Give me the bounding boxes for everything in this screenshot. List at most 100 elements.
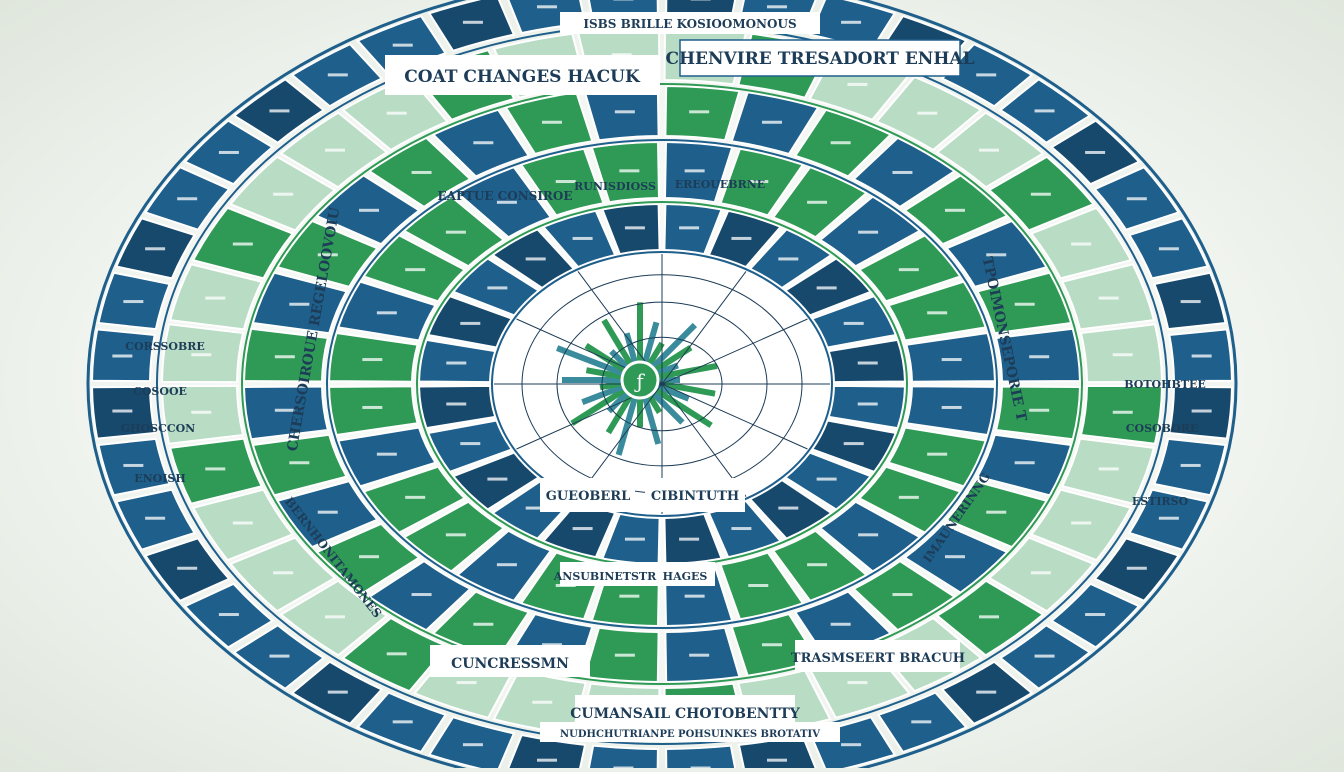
outer-tile-4-text-mark: [1085, 613, 1105, 616]
outer-tile-20: [98, 439, 169, 495]
mid-tile-2-text-mark: [986, 511, 1006, 514]
mid-tile-11-text-mark: [412, 593, 432, 596]
mid-tile-27-text-mark: [892, 171, 912, 174]
outer-tile-1: [1154, 439, 1225, 495]
top-left-arc-label: COAT CHANGES HACUK: [404, 67, 641, 87]
light-tile-35-text-mark: [1113, 353, 1133, 356]
outer-tile-0-text-mark: [1192, 410, 1212, 413]
outer-tile-22-text-mark: [112, 354, 132, 357]
inner-bottom-left-label: GUEOBERL: [546, 489, 631, 504]
light-tile-18-text-mark: [191, 353, 211, 356]
outer-tile-11: [585, 746, 658, 768]
outer-right-label-3: ESTIRSO: [1132, 495, 1189, 508]
light-tile-19-text-mark: [205, 297, 225, 300]
core-tile-3-text-mark: [778, 507, 798, 510]
light-tile-12-text-mark: [387, 652, 407, 655]
light-tile-34-text-mark: [1099, 297, 1119, 300]
inner-tile-5-text-mark: [748, 584, 768, 587]
core-tile-12-text-mark: [446, 362, 466, 365]
outer-tile-23-text-mark: [123, 300, 143, 303]
light-tile-1-text-mark: [1099, 467, 1119, 470]
outer-tile-41-text-mark: [1159, 247, 1179, 250]
outer-tile-2-text-mark: [1159, 517, 1179, 520]
light-tile-23-text-mark: [387, 112, 407, 115]
light-tile-0: [1081, 386, 1162, 444]
core-tile-21-text-mark: [817, 286, 837, 289]
outer-tile-8-text-mark: [841, 743, 861, 746]
inner-tile-15-text-mark: [377, 311, 397, 314]
outer-tile-29-text-mark: [393, 44, 413, 47]
inner-tile-26-text-mark: [927, 311, 947, 314]
core-tile-2-text-mark: [817, 478, 837, 481]
inner-tile-14-text-mark: [362, 358, 382, 361]
mid-tile-13-text-mark: [318, 511, 338, 514]
light-tile-35: [1081, 324, 1162, 382]
core-tile-11-text-mark: [446, 402, 466, 405]
light-tile-20-text-mark: [233, 243, 253, 246]
core-tile-17-text-mark: [625, 226, 645, 229]
outer-tile-9-text-mark: [767, 759, 787, 762]
mid-tile-16-text-mark: [275, 355, 295, 358]
core-tile-10-text-mark: [460, 442, 480, 445]
outer-tile-17-text-mark: [219, 613, 239, 616]
light-tile-18: [162, 324, 243, 382]
inner-tile-6-text-mark: [685, 595, 705, 598]
inner-tile-1-text-mark: [927, 453, 947, 456]
mid-tile-5-text-mark: [831, 623, 851, 626]
core-tile-4-text-mark: [731, 527, 751, 530]
inner-tile-14: [329, 333, 418, 382]
mid-tile-28-text-mark: [945, 209, 965, 212]
mid-tile-21-text-mark: [473, 141, 493, 144]
mid-tile-25-text-mark: [762, 121, 782, 124]
light-tile-6-text-mark: [847, 681, 867, 684]
inner-tile-23-text-mark: [807, 201, 827, 204]
inner-top-mid-label: RUNISDIOSS: [574, 180, 656, 193]
inner-bottom-right-label: CIBINTUTH: [651, 489, 739, 504]
light-tile-22-text-mark: [325, 149, 345, 152]
outer-tile-35-text-mark: [841, 21, 861, 24]
mid-tile-22-text-mark: [542, 121, 562, 124]
outer-tile-1-text-mark: [1181, 464, 1201, 467]
bottom-inner-left-label: ANSUBINETSTR: [553, 570, 657, 583]
core-tile-9-text-mark: [487, 478, 507, 481]
inner-tile-21-text-mark: [685, 169, 705, 172]
outer-tile-42-text-mark: [1181, 300, 1201, 303]
core-tile-5-text-mark: [679, 538, 699, 541]
mid-tile-3-text-mark: [945, 555, 965, 558]
outer-tile-10: [666, 746, 739, 768]
outer-left-label-4: ENOISH: [134, 472, 186, 485]
mid-tile-15: [244, 386, 328, 439]
mid-tile-6-text-mark: [762, 643, 782, 646]
bottom-strip-label: NUDHCHUTRIANPE POHSUINKES BROTATIV: [560, 729, 820, 740]
mid-tile-14-text-mark: [289, 461, 309, 464]
mid-tile-17-text-mark: [289, 303, 309, 306]
core-tile-14-text-mark: [487, 286, 507, 289]
outer-tile-7-text-mark: [911, 720, 931, 723]
inner-tile-3-text-mark: [858, 533, 878, 536]
mid-tile-20-text-mark: [412, 171, 432, 174]
mid-tile-4-text-mark: [892, 593, 912, 596]
center-glyph: ƒ: [634, 369, 645, 393]
mid-tile-24-text-mark: [689, 110, 709, 113]
core-tile-16-text-mark: [573, 237, 593, 240]
inner-tile-27-text-mark: [942, 358, 962, 361]
outer-tile-39-text-mark: [1085, 151, 1105, 154]
inner-top-left-label: EAPTUE CONSIROE: [437, 189, 572, 203]
outer-tile-14-text-mark: [393, 720, 413, 723]
outer-tile-25-text-mark: [177, 197, 197, 200]
inner-tile-13-text-mark: [362, 406, 382, 409]
inner-tile-13: [329, 386, 418, 435]
bottom-mid-left-label: CUNCRESSMN: [451, 656, 569, 672]
outer-right-label-1: BOTOHBTEE: [1124, 378, 1206, 391]
core-tile-6-text-mark: [625, 538, 645, 541]
bottom-mid-label: CUMANSAIL CHOTOBENTTY: [570, 706, 801, 722]
outer-tile-19-text-mark: [145, 517, 165, 520]
outer-tile-21-text-mark: [112, 410, 132, 413]
inner-tile-2-text-mark: [899, 496, 919, 499]
mid-tile-8-text-mark: [615, 654, 635, 657]
outer-left-label-2: COSOOE: [133, 385, 187, 398]
core-tile-18-text-mark: [679, 226, 699, 229]
outer-tile-26-text-mark: [219, 151, 239, 154]
inner-tile-20-text-mark: [619, 169, 639, 172]
outer-tile-31-text-mark: [537, 5, 557, 8]
